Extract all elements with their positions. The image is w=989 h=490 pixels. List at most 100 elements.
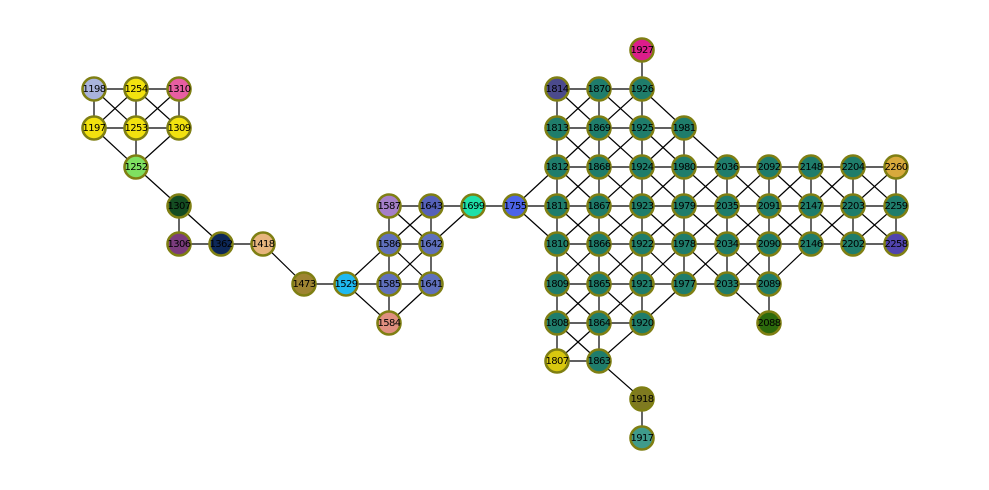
node-label-1473: 1473 [292,279,315,290]
node-label-1699: 1699 [461,201,484,212]
node-circle-1977 [671,271,697,297]
node-circle-1310 [166,76,192,102]
node-circle-2036 [714,154,740,180]
node-1921: 1921 [629,271,655,297]
node-1587: 1587 [376,193,402,219]
node-label-1811: 1811 [545,201,568,212]
node-1812: 1812 [544,154,570,180]
node-1473: 1473 [291,271,317,297]
node-1867: 1867 [586,193,612,219]
node-1310: 1310 [166,76,192,102]
node-1529: 1529 [333,271,359,297]
node-label-2033: 2033 [715,279,738,290]
node-label-1918: 1918 [630,394,653,405]
node-2088: 2088 [756,310,782,336]
node-2148: 2148 [798,154,824,180]
node-label-1306: 1306 [167,239,190,250]
node-circle-1473 [291,271,317,297]
node-1920: 1920 [629,310,655,336]
node-circle-2091 [756,193,782,219]
node-1197: 1197 [81,115,107,141]
node-label-2260: 2260 [884,162,907,173]
node-1755: 1755 [502,193,528,219]
node-label-1978: 1978 [672,239,695,250]
node-label-1926: 1926 [630,84,653,95]
node-circle-2258 [883,231,909,257]
node-1868: 1868 [586,154,612,180]
node-label-1310: 1310 [167,84,190,95]
node-circle-2259 [883,193,909,219]
node-2147: 2147 [798,193,824,219]
node-1699: 1699 [460,193,486,219]
node-1865: 1865 [586,271,612,297]
node-1813: 1813 [544,115,570,141]
node-2034: 2034 [714,231,740,257]
node-circle-1863 [586,348,612,374]
node-label-1198: 1198 [82,84,105,95]
node-label-1917: 1917 [630,433,653,444]
node-label-1813: 1813 [545,123,568,134]
node-circle-1810 [544,231,570,257]
node-circle-1642 [418,231,444,257]
node-label-1870: 1870 [587,84,610,95]
node-label-1922: 1922 [630,239,653,250]
node-1306: 1306 [166,231,192,257]
node-label-1253: 1253 [124,123,147,134]
node-label-1814: 1814 [545,84,568,95]
node-1927: 1927 [629,37,655,63]
node-circle-1253 [123,115,149,141]
node-label-1867: 1867 [587,201,610,212]
node-label-1641: 1641 [419,279,442,290]
node-label-2202: 2202 [841,239,864,250]
node-1978: 1978 [671,231,697,257]
node-circle-1809 [544,271,570,297]
node-label-2148: 2148 [799,162,822,173]
node-1586: 1586 [376,231,402,257]
node-label-1812: 1812 [545,162,568,173]
node-label-2090: 2090 [757,239,780,250]
node-circle-1586 [376,231,402,257]
node-label-2259: 2259 [884,201,907,212]
node-circle-1918 [629,386,655,412]
node-circle-2035 [714,193,740,219]
node-1814: 1814 [544,76,570,102]
node-circle-2148 [798,154,824,180]
node-circle-1865 [586,271,612,297]
node-label-2204: 2204 [841,162,864,173]
node-circle-1584 [376,310,402,336]
node-2091: 2091 [756,193,782,219]
node-2203: 2203 [840,193,866,219]
node-circle-2147 [798,193,824,219]
node-circle-1868 [586,154,612,180]
node-1309: 1309 [166,115,192,141]
node-1252: 1252 [123,154,149,180]
node-1981: 1981 [671,115,697,141]
node-label-1866: 1866 [587,239,610,250]
node-circle-1807 [544,348,570,374]
node-2033: 2033 [714,271,740,297]
node-circle-1362 [208,231,234,257]
node-1808: 1808 [544,310,570,336]
node-1584: 1584 [376,310,402,336]
node-circle-1808 [544,310,570,336]
node-label-1923: 1923 [630,201,653,212]
node-label-2091: 2091 [757,201,780,212]
node-label-1254: 1254 [124,84,147,95]
node-circle-2034 [714,231,740,257]
node-circle-1920 [629,310,655,336]
node-2204: 2204 [840,154,866,180]
node-label-1808: 1808 [545,318,568,329]
node-label-1864: 1864 [587,318,610,329]
node-circle-1924 [629,154,655,180]
node-label-1362: 1362 [209,239,232,250]
node-label-1197: 1197 [82,123,105,134]
node-1643: 1643 [418,193,444,219]
node-1642: 1642 [418,231,444,257]
node-2089: 2089 [756,271,782,297]
node-2036: 2036 [714,154,740,180]
node-circle-1864 [586,310,612,336]
node-circle-2146 [798,231,824,257]
node-circle-1254 [123,76,149,102]
node-circle-2204 [840,154,866,180]
